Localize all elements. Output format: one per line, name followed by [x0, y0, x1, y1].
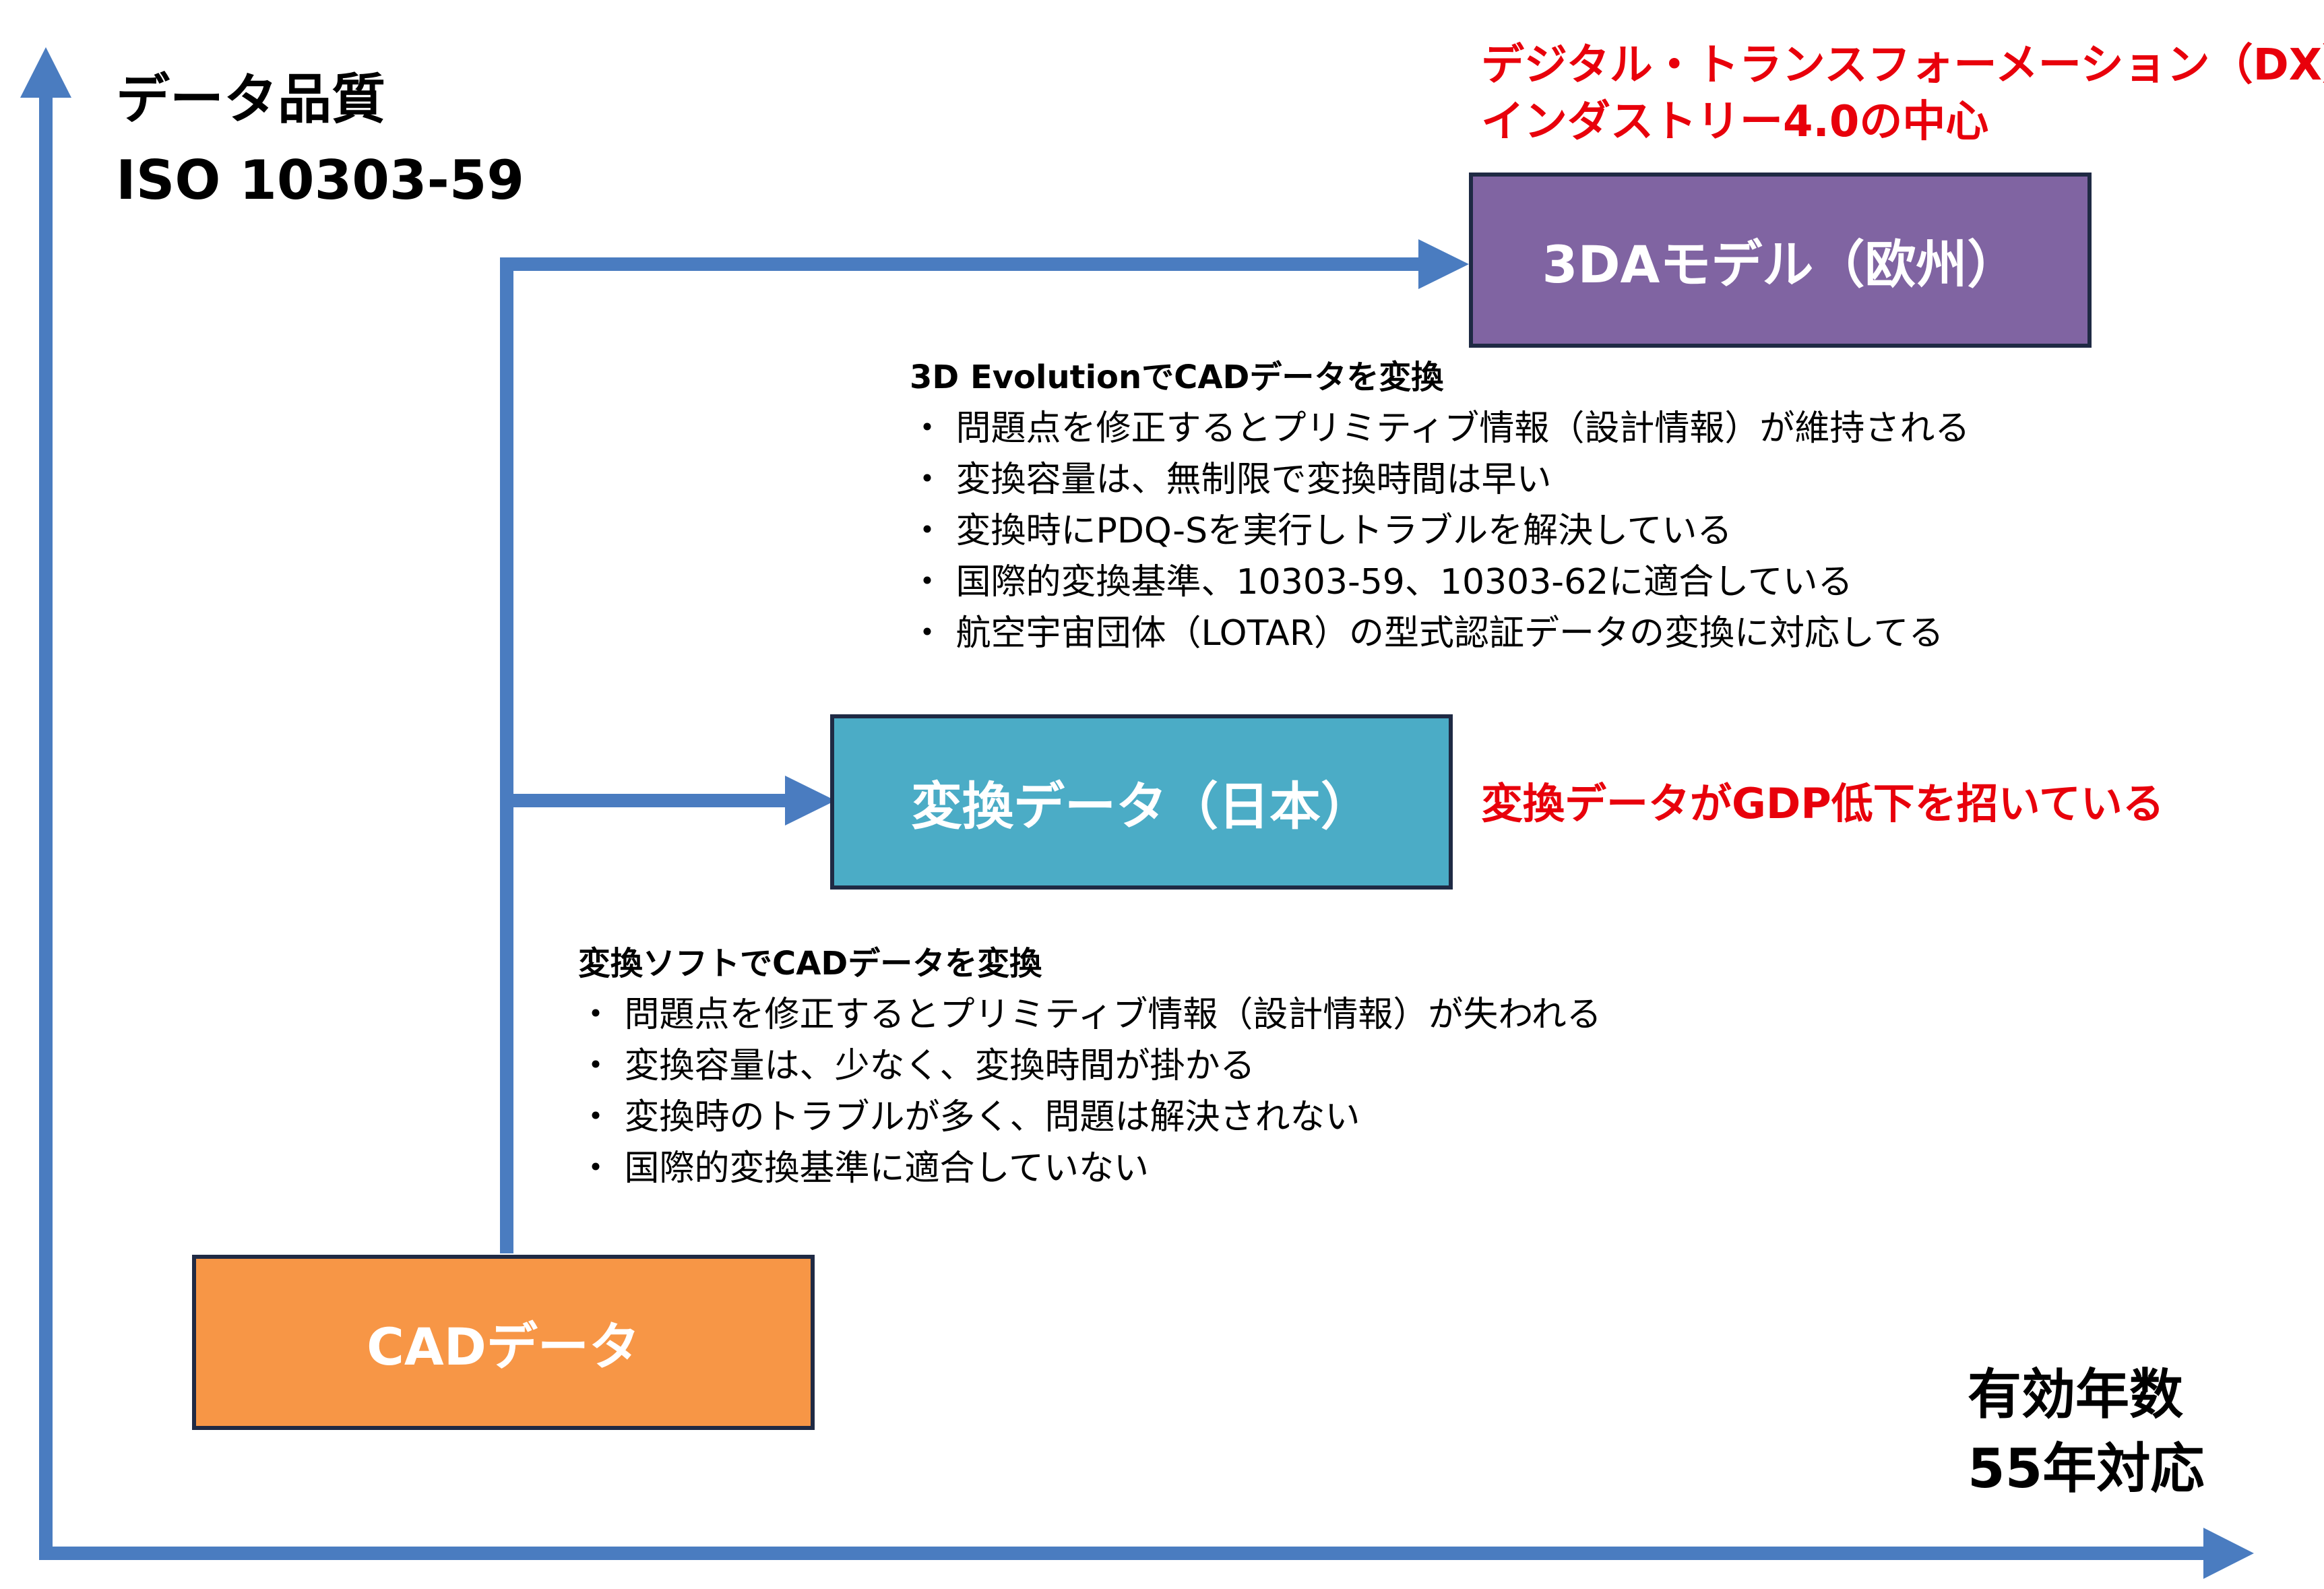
x-axis-label: 有効年数 55年対応 [1968, 1358, 2204, 1506]
software-item: ・ 国際的変換基準に適合していない [578, 1148, 1149, 1189]
evolution-block: 3D EvolutionでCADデータを変換 ・ 問題点を修正するとプリミティブ… [910, 352, 1970, 659]
cad-data-box: CADデータ [192, 1255, 815, 1430]
y-axis-label-line1: データ品質 [116, 68, 385, 131]
dx-note-line1: デジタル・トランスフォーメーション（DX） [1481, 40, 2324, 90]
evolution-heading: 3D EvolutionでCADデータを変換 [910, 359, 1444, 396]
y-axis-label-line2: ISO 10303-59 [116, 149, 525, 212]
y-axis-label: データ品質 ISO 10303-59 [116, 59, 524, 221]
software-item: ・ 変換容量は、少なく、変換時間が掛かる [578, 1046, 1255, 1086]
converted-data-box: 変換データ（日本） [830, 714, 1453, 890]
dx-note-line2: インダストリー4.0の中心 [1481, 97, 1989, 147]
dx-note: デジタル・トランスフォーメーション（DX） インダストリー4.0の中心 [1481, 37, 2324, 150]
evolution-item: ・ 国際的変換基準、10303-59、10303-62に適合している [910, 562, 1853, 602]
software-block: 変換ソフトでCADデータを変換 ・ 問題点を修正するとプリミティブ情報（設計情報… [578, 938, 1602, 1194]
y-axis-arrowhead [20, 47, 71, 98]
branch-mid-arrowhead [785, 776, 836, 825]
evolution-item: ・ 変換容量は、無制限で変換時間は早い [910, 460, 1552, 500]
model-3da-box: 3DAモデル（欧州） [1469, 173, 2092, 348]
software-item: ・ 問題点を修正するとプリミティブ情報（設計情報）が失われる [578, 995, 1602, 1035]
model-3da-label: 3DAモデル（欧州） [1542, 235, 2019, 294]
converted-data-label: 変換データ（日本） [911, 776, 1372, 836]
x-axis-arrowhead [2203, 1528, 2254, 1579]
cad-data-label: CADデータ [367, 1317, 640, 1377]
evolution-item: ・ 問題点を修正するとプリミティブ情報（設計情報）が維持される [910, 408, 1970, 449]
software-heading: 変換ソフトでCADデータを変換 [578, 945, 1042, 983]
x-axis-label-line2: 55年対応 [1968, 1437, 2205, 1500]
evolution-item: ・ 航空宇宙団体（LOTAR）の型式認証データの変換に対応してる [910, 613, 1944, 654]
x-axis-label-line1: 有効年数 [1968, 1363, 2183, 1426]
evolution-item: ・ 変換時にPDQ-Sを実行しトラブルを解決している [910, 511, 1732, 551]
gdp-note: 変換データがGDP低下を招いている [1481, 779, 2164, 828]
software-item: ・ 変換時のトラブルが多く、問題は解決されない [578, 1097, 1360, 1138]
branch-top-arrowhead [1418, 239, 1469, 289]
